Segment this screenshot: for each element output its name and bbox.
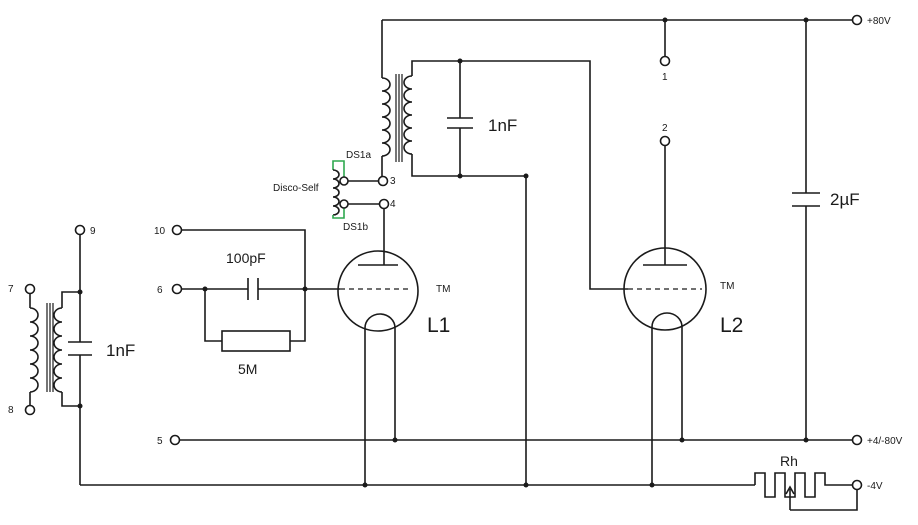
grid-capacitor: [247, 278, 259, 300]
grid-resistor: [221, 330, 291, 352]
label-plate-cap: 1nF: [488, 116, 517, 135]
switch-contact-a[interactable]: [339, 176, 349, 186]
plate-capacitor: [447, 117, 473, 129]
terminal-plus4-minus80[interactable]: [851, 434, 863, 446]
label-plus80: +80V: [867, 16, 891, 27]
terminal-1[interactable]: [659, 55, 671, 67]
label-switch-contact-b: DS1b: [343, 222, 368, 233]
input-line: 9 1nF: [68, 224, 135, 485]
label-terminal-4: 4: [390, 199, 396, 210]
tube-l1-filament: [364, 313, 396, 329]
label-terminal-2: 2: [662, 123, 668, 134]
output-transformer: 1nF 3: [377, 20, 628, 485]
label-tube-l1: L1: [427, 314, 450, 337]
terminal-5[interactable]: [169, 434, 181, 446]
output-transformer-core: [395, 74, 403, 162]
label-plus4-minus80: +4/-80V: [867, 436, 903, 447]
label-minus4: -4V: [867, 481, 883, 492]
terminal-1-branch: 1: [659, 17, 671, 83]
supply-capacitor-plates: [792, 192, 820, 207]
label-tube-mark-1: TM: [436, 284, 450, 295]
terminal-6[interactable]: [171, 283, 183, 295]
label-grid-resistor: 5M: [238, 361, 257, 377]
label-tube-mark-2: TM: [720, 281, 734, 292]
switch-coil: [332, 169, 340, 216]
tube-l2-filament-leads: [651, 327, 683, 485]
grid-network: 10 6 100pF 5M: [154, 224, 340, 377]
label-input-cap: 1nF: [106, 341, 135, 360]
input-transformer: 7 8: [8, 283, 80, 416]
label-terminal-1: 1: [662, 72, 668, 83]
label-supply-cap: 2µF: [830, 190, 860, 209]
rail-plus80: +80V: [382, 14, 891, 27]
primary-winding-out: [381, 77, 391, 157]
terminal-8[interactable]: [24, 404, 36, 416]
label-terminal-9: 9: [90, 226, 96, 237]
label-terminal-7: 7: [8, 284, 14, 295]
junctions: [362, 173, 685, 488]
label-terminal-3: 3: [390, 176, 396, 187]
label-switch-coil: Disco-Self: [273, 183, 319, 194]
rheostat: -4V Rh: [754, 453, 883, 511]
tube-l2-filament: [651, 312, 683, 328]
label-tube-l2: L2: [720, 314, 743, 337]
transformer-core: [46, 303, 54, 392]
tube-l1-envelope: [337, 250, 419, 332]
secondary-winding-out: [403, 75, 413, 155]
label-terminal-6: 6: [157, 285, 163, 296]
terminal-plus80[interactable]: [851, 14, 863, 26]
terminal-4[interactable]: [378, 198, 390, 210]
input-capacitor: [68, 341, 92, 356]
rail-plus4-minus80: 5 +4/-80V: [157, 434, 903, 447]
rheostat-element: [754, 472, 852, 498]
label-rheostat: Rh: [780, 453, 798, 469]
label-grid-cap: 100pF: [226, 250, 266, 266]
disco-self-switch: 4 DS1a Disco-Self DS1b: [273, 150, 396, 233]
tube-l2-envelope: [623, 247, 707, 331]
terminal-2[interactable]: [659, 135, 671, 147]
tube-l1-filament-leads: [364, 328, 396, 485]
label-terminal-10: 10: [154, 226, 166, 237]
label-switch-contact-a: DS1a: [346, 150, 371, 161]
terminal-7[interactable]: [24, 283, 36, 295]
label-terminal-5: 5: [157, 436, 163, 447]
terminal-minus4[interactable]: [851, 479, 863, 491]
switch-contact-b[interactable]: [339, 199, 349, 209]
secondary-winding: [53, 307, 63, 393]
terminal-9[interactable]: [74, 224, 86, 236]
tube-l2: 2 TM L2: [623, 123, 743, 485]
terminal-10[interactable]: [171, 224, 183, 236]
label-terminal-8: 8: [8, 405, 14, 416]
terminal-3[interactable]: [377, 175, 389, 187]
supply-capacitor: 2µF: [792, 17, 860, 443]
tube-l1: TM L1: [337, 209, 450, 485]
primary-winding: [29, 307, 39, 393]
